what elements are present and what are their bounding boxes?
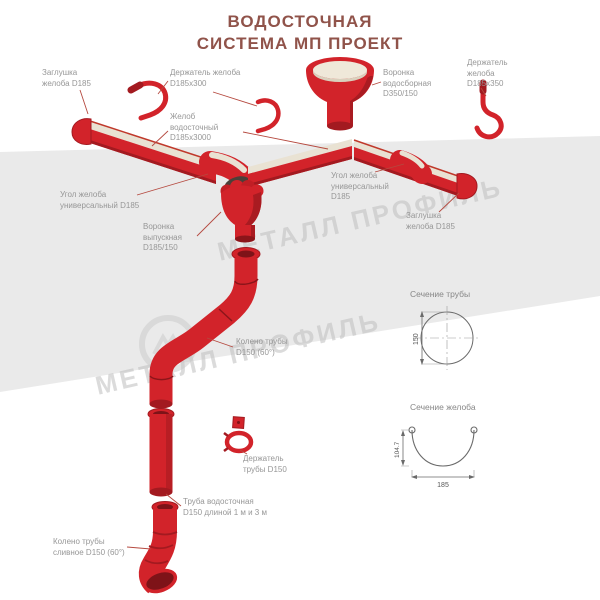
gutter-end-cap-left-part (71, 118, 92, 145)
gutter-center (248, 139, 352, 187)
drain-elbow-part (138, 501, 179, 594)
collection-funnel-part (306, 57, 374, 131)
downpipe-bend-part (149, 247, 261, 409)
label-gutter-holder-350: Держатель желоба D185х350 (467, 58, 508, 89)
page-title-line-2: СИСТЕМА МП ПРОЕКТ (196, 34, 404, 54)
label-corner-right: Угол желоба универсальный D185 (331, 171, 389, 202)
gutter-cross-section: 104.7 185 (394, 426, 478, 489)
gutter-section-height-dimension: 104.7 (394, 441, 401, 458)
gutter-end-cap-right-part (456, 173, 478, 200)
gutter-corner-right-part (390, 150, 432, 184)
pipe-section-dimension: 150 (413, 333, 420, 345)
label-end-cap-right: Заглушка желоба D185 (406, 211, 455, 231)
label-gutter-section-title: Сечение желоба (410, 402, 476, 412)
label-collection-funnel: Воронка водосборная D350/150 (383, 68, 432, 99)
label-gutter: Желоб водосточный D185х3000 (170, 112, 219, 143)
label-gutter-holder-300: Держатель желоба D185х300 (170, 68, 241, 88)
outlet-funnel-part (220, 180, 264, 243)
label-pipe-section-title: Сечение трубы (410, 289, 471, 299)
gutter-section-width-dimension: 185 (437, 482, 449, 489)
page-title: ВОДОСТОЧНАЯ СИСТЕМА МП ПРОЕКТ (0, 11, 600, 55)
label-pipe-holder: Держатель трубы D150 (243, 454, 287, 474)
gutter-holder-left-icon (127, 80, 169, 121)
leader-lines (79, 80, 487, 550)
label-pipe-elbow: Колено трубы D150 (60°) (236, 337, 288, 357)
gutter-holder-center-icon (255, 98, 281, 134)
label-outlet-funnel: Воронка выпускная D185/150 (143, 222, 182, 253)
label-drain-elbow: Колено трубы сливное D150 (60°) (53, 537, 125, 557)
gutter-holder-right-icon (474, 79, 504, 140)
label-pipe: Труба водосточная D150 длиной 1 м и 3 м (183, 497, 267, 517)
downpipe-part (147, 408, 175, 497)
label-end-cap-left: Заглушка желоба D185 (42, 68, 91, 88)
gutter-right (353, 139, 478, 200)
label-corner-left: Угол желоба универсальный D185 (60, 190, 140, 210)
page-title-line-1: ВОДОСТОЧНАЯ (227, 12, 373, 31)
pipe-cross-section: 150 (413, 306, 481, 370)
pipe-holder-part (223, 416, 254, 454)
